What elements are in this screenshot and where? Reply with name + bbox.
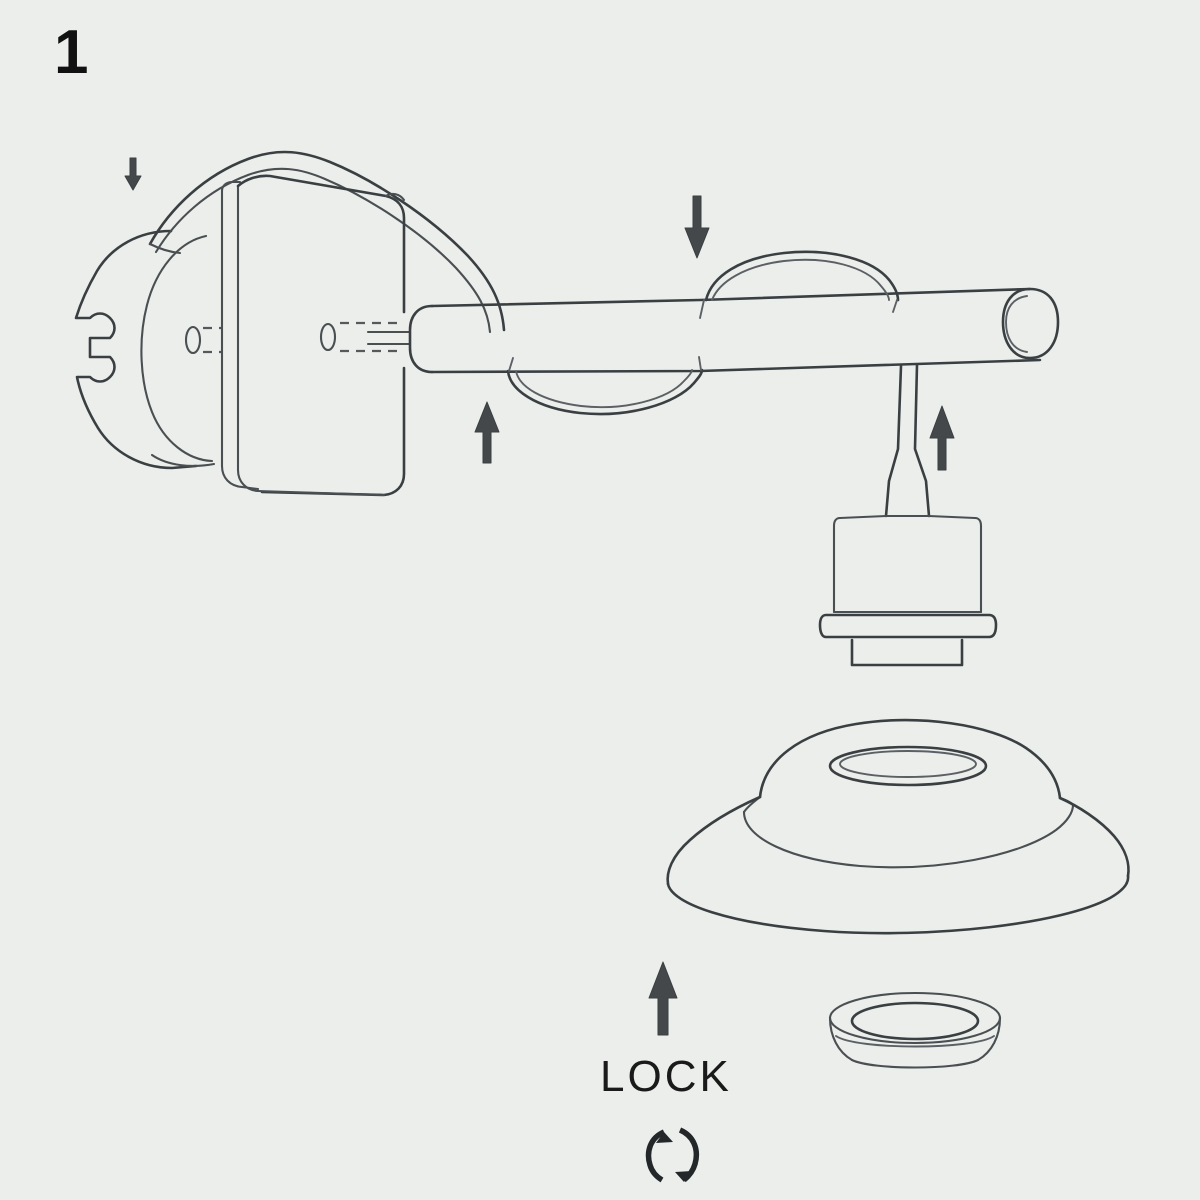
alignment-dashes-backplate: [340, 321, 412, 353]
arrow-up-socket: [929, 405, 955, 471]
horizontal-arm-tube: [408, 287, 1060, 374]
arrow-up-collar: [474, 401, 500, 464]
step-number: 1: [54, 18, 89, 87]
rotate-to-lock-icon: [645, 1127, 700, 1183]
wall-mounting-plate: [74, 229, 222, 470]
shade-lock-ring: [828, 991, 1002, 1069]
lamp-socket: [818, 363, 998, 667]
arrow-down-bracket: [124, 157, 142, 191]
arrow-down-collar: [684, 195, 710, 259]
lock-label: LOCK: [600, 1052, 732, 1101]
alignment-dashes-plate-hole: [203, 326, 222, 354]
lamp-shade: [666, 718, 1130, 935]
backplate-housing: [220, 174, 412, 497]
bracket-clamp: [148, 150, 506, 334]
arrow-up-lock: [648, 961, 678, 1036]
tube-collar-ring: [506, 250, 900, 416]
